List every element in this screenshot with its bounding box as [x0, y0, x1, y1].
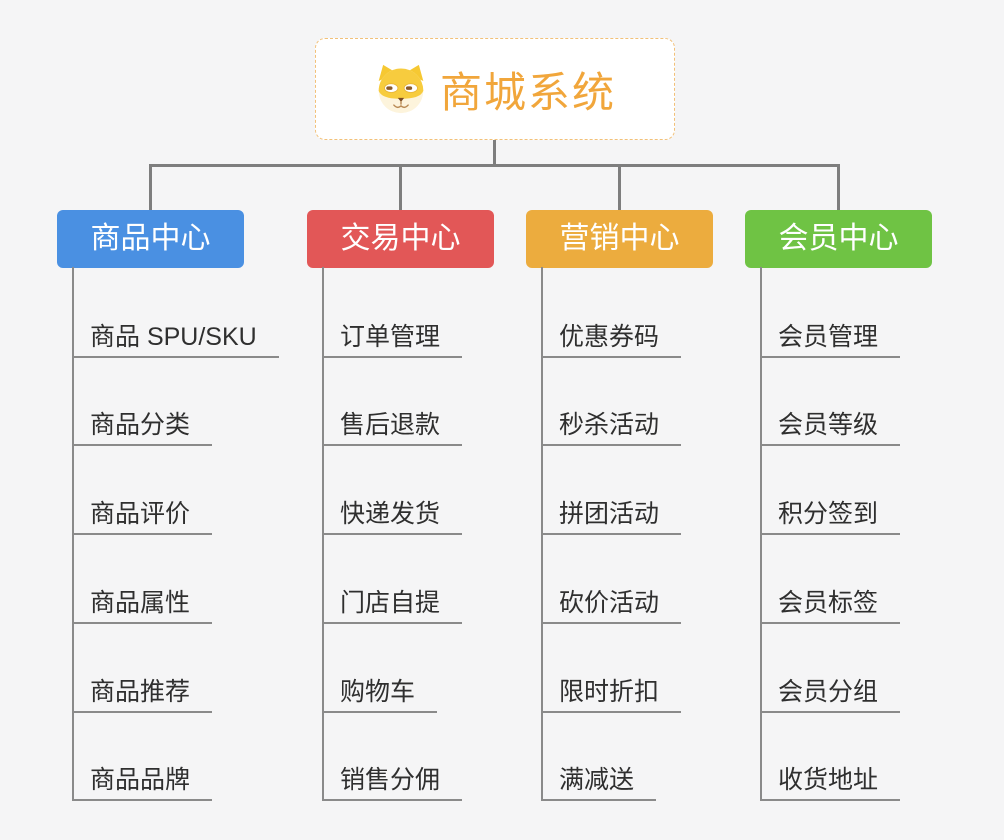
- dog-face-icon: [374, 64, 428, 114]
- leaf-item[interactable]: 快递发货: [322, 495, 463, 535]
- connector-drop-branch-1: [149, 164, 152, 210]
- leaf-item[interactable]: 商品属性: [72, 584, 213, 624]
- leaf-item[interactable]: 商品品牌: [72, 761, 213, 801]
- leaf-item[interactable]: 商品评价: [72, 495, 213, 535]
- connector-drop-branch-2: [399, 164, 402, 210]
- leaf-item[interactable]: 会员标签: [760, 584, 901, 624]
- leaf-item[interactable]: 限时折扣: [541, 673, 682, 713]
- leaf-item[interactable]: 秒杀活动: [541, 406, 682, 446]
- leaf-item[interactable]: 会员分组: [760, 673, 901, 713]
- connector-root-stub: [493, 140, 496, 166]
- connector-horizontal-bar: [149, 164, 840, 167]
- leaf-item[interactable]: 门店自提: [322, 584, 463, 624]
- connector-drop-branch-4: [837, 164, 840, 210]
- branch-node-marketing-center[interactable]: 营销中心: [526, 210, 713, 268]
- leaf-item[interactable]: 拼团活动: [541, 495, 682, 535]
- leaf-item[interactable]: 商品推荐: [72, 673, 213, 713]
- leaf-item[interactable]: 会员管理: [760, 318, 901, 358]
- leaf-item[interactable]: 满减送: [541, 761, 657, 801]
- leaf-item[interactable]: 购物车: [322, 673, 438, 713]
- leaf-item[interactable]: 订单管理: [322, 318, 463, 358]
- branch-node-member-center[interactable]: 会员中心: [745, 210, 932, 268]
- leaf-item[interactable]: 积分签到: [760, 495, 901, 535]
- leaf-item[interactable]: 商品 SPU/SKU: [72, 318, 279, 358]
- branch-node-trade-center[interactable]: 交易中心: [307, 210, 494, 268]
- root-node[interactable]: 商城系统: [315, 38, 675, 140]
- leaf-item[interactable]: 会员等级: [760, 406, 901, 446]
- connector-drop-branch-3: [618, 164, 621, 210]
- root-title: 商城系统: [439, 68, 616, 116]
- leaf-item[interactable]: 商品分类: [72, 406, 213, 446]
- leaf-item[interactable]: 优惠券码: [541, 318, 682, 358]
- leaf-item[interactable]: 售后退款: [322, 406, 463, 446]
- leaf-item[interactable]: 销售分佣: [322, 761, 463, 801]
- leaf-item[interactable]: 砍价活动: [541, 584, 682, 624]
- leaf-item[interactable]: 收货地址: [760, 761, 901, 801]
- branch-node-product-center[interactable]: 商品中心: [57, 210, 244, 268]
